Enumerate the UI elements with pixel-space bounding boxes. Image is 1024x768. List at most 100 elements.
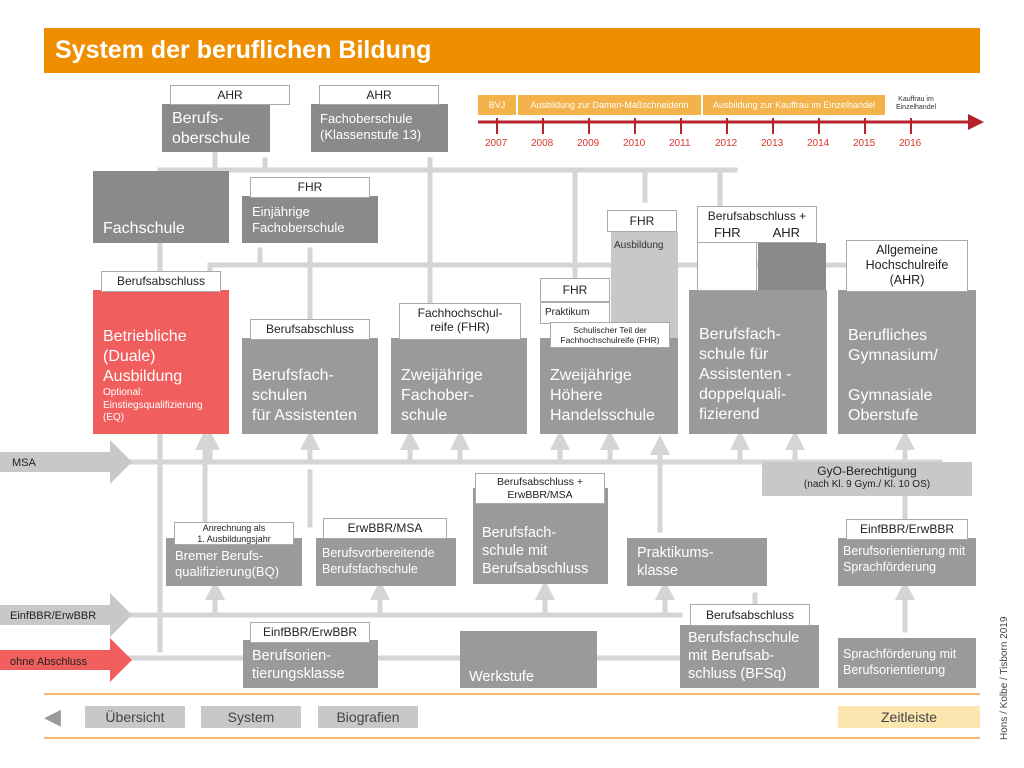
box-line: mit Berufsab- (688, 648, 775, 665)
box-line: Praktikums- (637, 545, 714, 561)
zweijaehrige-fos-box[interactable]: Zweijährige Fachober- schule (391, 338, 527, 434)
box-line: Gymnasium/ (848, 347, 938, 364)
tag-line: Fachhochschulreife (FHR) (560, 335, 660, 346)
tag-line: reife (FHR) (430, 320, 490, 335)
duale-ausbildung-box[interactable]: Betriebliche (Duale) Ausbildung Optional… (93, 290, 229, 434)
bfs-mit-berufsabschluss-box[interactable]: Berufsfach- schule mit Berufsabschluss (473, 488, 608, 584)
box-line: Fachoberschule (252, 220, 345, 236)
praktikumsklasse-box[interactable]: Praktikums- klasse (627, 538, 767, 586)
berufsvorbereitende-bfs-box[interactable]: Berufsvorbereitende Berufsfachschule (316, 538, 456, 586)
werkstufe-box[interactable]: Werkstufe (460, 631, 597, 688)
timeline-end-note: Kauffrau im Einzelhandel (895, 96, 937, 112)
bfs-assistenten-box[interactable]: Berufsfach- schulen für Assistenten (242, 338, 378, 434)
credit-text: Hons / Kolbe / Tisborn 2019 (999, 616, 1010, 740)
box-line: oberschule (172, 130, 251, 147)
box-line: Optional: (103, 387, 144, 398)
box-line: Berufsorien- (252, 648, 331, 664)
fachschule-box[interactable]: Fachschule (93, 171, 229, 243)
timeline-segment-kauffrau: Ausbildung zur Kauffrau im Einzelhandel (703, 95, 885, 115)
bremer-berufsqualifizierung-box[interactable]: Bremer Berufs- qualifizierung(BQ) (166, 538, 302, 586)
box-line: Handelsschule (550, 407, 655, 424)
box-line: (Duale) (103, 348, 156, 365)
box-line: Berufsfach- (482, 525, 557, 541)
back-button[interactable]: ◀ (44, 704, 61, 729)
fhr-tag-zweijaehrig: Fachhochschul- reife (FHR) (399, 303, 521, 340)
box-line: schule für (699, 346, 769, 363)
biografien-button[interactable]: Biografien (318, 706, 418, 728)
berufsabschluss-tag: Berufsabschluss (250, 319, 370, 340)
box-line: Berufs- (172, 110, 224, 127)
year-label: 2014 (807, 138, 830, 149)
tag-line: Anrechnung als (202, 523, 266, 533)
box-line: Sprachförderung (843, 559, 937, 574)
berufsorientierung-sprachfoerderung-box[interactable]: Berufsorientierung mit Sprachförderung (838, 538, 976, 586)
box-line: tierungsklasse (252, 666, 345, 683)
tag-line: Berufsabschluss + (707, 209, 807, 223)
fachoberschule-13-box[interactable]: Fachoberschule (Klassenstufe 13) (311, 104, 448, 152)
box-line: Berufsvorbereitende (322, 546, 435, 560)
year-label: 2009 (577, 138, 600, 149)
bfsq-box[interactable]: Berufsfachschule mit Berufsab- schluss (… (680, 625, 819, 688)
page-title: System der beruflichen Bildung (44, 28, 980, 73)
einjaehrige-fos-box[interactable]: Einjährige Fachoberschule (242, 196, 378, 243)
box-line: Sprachförderung mit (843, 647, 957, 661)
berufsabschluss-tag: Berufsabschluss (690, 604, 810, 626)
system-button[interactable]: System (201, 706, 301, 728)
tag-line: Berufsabschluss + (496, 476, 584, 488)
tag-line: Fachhochschul- (417, 306, 503, 320)
berufliches-gymnasium-box[interactable]: Berufliches Gymnasium/ Gymnasiale Oberst… (838, 290, 976, 434)
year-label: 2013 (761, 138, 784, 149)
einfbbr-label: EinfBBR/ErwBBR (10, 610, 97, 622)
einfbbr-erwbbr-tag: EinfBBR/ErwBBR (846, 519, 968, 540)
fhr-tag: FHR (540, 278, 610, 302)
year-label: 2008 (531, 138, 554, 149)
box-line: Berufsabschluss (482, 561, 589, 578)
box-line: Ausbildung (103, 368, 183, 385)
ahr-tag: AHR (170, 85, 290, 105)
fhr-tag: FHR (250, 177, 370, 198)
fhr-white-column (697, 243, 757, 291)
box-line: Bremer Berufs- (175, 548, 264, 563)
box-line: Höhere (550, 387, 603, 404)
box-line: doppelquali- (699, 386, 787, 403)
tag-line: Allgemeine (876, 243, 938, 257)
berufsabschluss-erwbbr-tag: Berufsabschluss + ErwBBR/MSA (475, 473, 605, 504)
box-line: Fachober- (401, 387, 474, 404)
box-line: Betriebliche (103, 328, 187, 345)
einfbbr-entry-arrow (0, 593, 132, 637)
praktikum-tag: Praktikum (540, 302, 610, 324)
year-label: 2010 (623, 138, 646, 149)
box-line: für Assistenten (252, 407, 357, 424)
box-line: Oberstufe (848, 407, 919, 424)
box-line: Zweijährige (550, 367, 632, 384)
box-line: Gymnasiale (848, 387, 933, 404)
box-line: Berufsorientierung (843, 662, 946, 677)
msa-entry-arrow (0, 440, 132, 484)
ahr-tag: AHR (319, 85, 439, 105)
einfbbr-erwbbr-tag: EinfBBR/ErwBBR (250, 622, 370, 643)
box-line: Assistenten - (699, 366, 792, 383)
erwbbr-msa-tag: ErwBBR/MSA (323, 518, 447, 539)
berufsabschluss-tag: Berufsabschluss (101, 271, 221, 292)
fhr-label: FHR (713, 225, 741, 241)
overview-button[interactable]: Übersicht (85, 706, 185, 728)
box-line: Berufsfachschule (322, 561, 418, 576)
box-line: Berufsorientierung mit (843, 544, 966, 558)
year-label: 2011 (669, 138, 691, 149)
box-line: klasse (637, 563, 679, 580)
berufsabschluss-fhr-ahr-tag: Berufsabschluss + FHR AHR (697, 206, 817, 243)
year-label: 2015 (853, 138, 876, 149)
tag-line: (AHR) (889, 273, 925, 287)
bfs-doppelqualifizierend-box[interactable]: Berufsfach- schule für Assistenten - dop… (689, 290, 827, 434)
gyo-berechtigung-box[interactable]: GyO-Berechtigung (nach Kl. 9 Gym./ Kl. 1… (762, 462, 972, 496)
zeitleiste-button[interactable]: Zeitleiste (838, 706, 980, 728)
anrechnung-tag: Anrechnung als 1. Ausbildungsjahr (174, 522, 294, 545)
berufsoberschule-box[interactable]: Berufs- oberschule (162, 104, 270, 152)
timeline-segment-bvj: BVJ (478, 95, 516, 115)
berufsorientierungsklasse-box[interactable]: Berufsorien- tierungsklasse (243, 640, 378, 688)
box-line: Berufsfach- (699, 326, 781, 343)
year-label: 2016 (899, 138, 922, 149)
hoehere-handelsschule-box[interactable]: Zweijährige Höhere Handelsschule (540, 338, 678, 434)
tag-line: Hochschulreife (865, 258, 949, 272)
sprachfoerderung-berufsorientierung-box[interactable]: Sprachförderung mit Berufsorientierung (838, 638, 976, 688)
